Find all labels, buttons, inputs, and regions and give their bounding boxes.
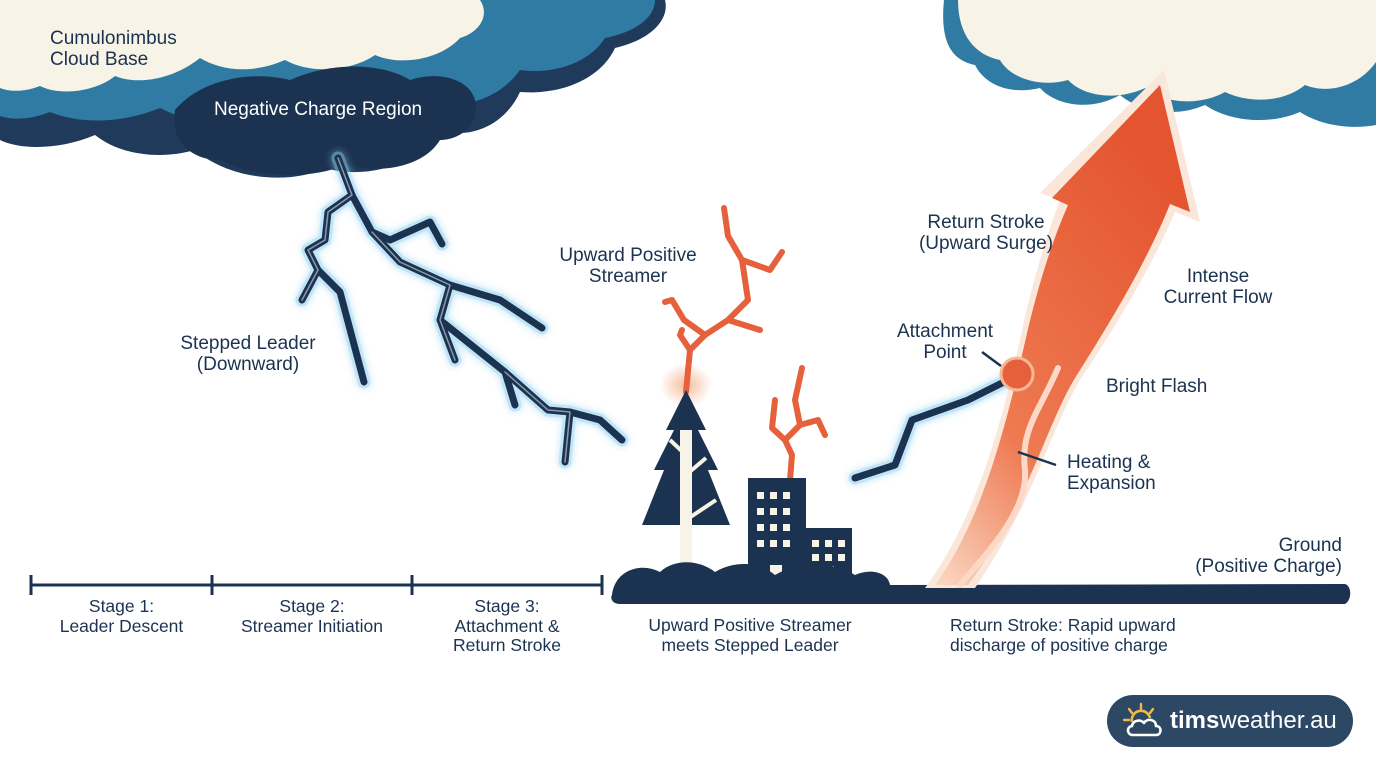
stage-3-label: Stage 3:Attachment &Return Stroke bbox=[453, 596, 561, 655]
sun-cloud-icon bbox=[1122, 702, 1162, 737]
right-cloud bbox=[943, 0, 1376, 127]
pointer-lines bbox=[981, 350, 1057, 467]
upward-streamer bbox=[660, 205, 828, 483]
timeline bbox=[29, 575, 604, 595]
brand-name: timsweather.au bbox=[1170, 707, 1337, 734]
stepped-leader-bolt bbox=[295, 151, 629, 469]
bright-flash-label: Bright Flash bbox=[1106, 376, 1208, 397]
tree-icon bbox=[642, 390, 730, 585]
ground-strip bbox=[611, 562, 1351, 604]
stage-1-label: Stage 1:Leader Descent bbox=[59, 596, 184, 636]
negative-charge-label: Negative Charge Region bbox=[214, 99, 423, 120]
leader-connection-bolt bbox=[848, 373, 1015, 485]
stepped-leader-label: Stepped Leader(Downward) bbox=[180, 333, 316, 375]
ground-label: Ground(Positive Charge) bbox=[1195, 535, 1342, 577]
stage-2-label: Stage 2:Streamer Initiation bbox=[240, 596, 383, 636]
return-stroke-arrow bbox=[925, 70, 1200, 588]
heating-expansion-label: Heating &Expansion bbox=[1067, 452, 1156, 494]
return-stroke-label: Return Stroke(Upward Surge) bbox=[918, 212, 1054, 254]
brand-badge[interactable]: timsweather.au bbox=[1107, 695, 1353, 747]
attachment-point-marker bbox=[999, 356, 1035, 392]
left-cloud bbox=[0, 0, 666, 178]
